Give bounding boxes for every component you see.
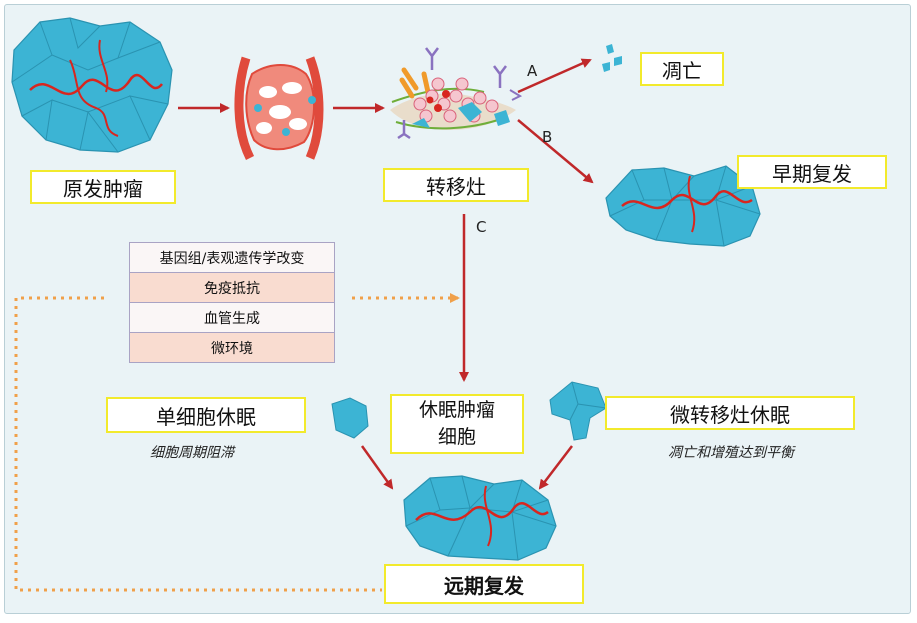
path-letter-a: A	[527, 62, 538, 80]
dotted-loop-path	[14, 296, 382, 592]
primary-tumor-label: 原发肿瘤	[30, 170, 176, 204]
single-dormant-cell	[331, 397, 369, 439]
arrow-single-to-relapse	[360, 445, 394, 490]
metastatic-niche	[390, 47, 523, 140]
cell-cycle-arrest-note: 细胞周期阻滞	[150, 445, 234, 461]
path-letter-c: C	[476, 218, 487, 236]
arrow-path-a	[517, 58, 592, 94]
factor-row-angiogenesis: 血管生成	[130, 303, 334, 333]
micrometastasis-dormancy-label: 微转移灶休眠	[605, 396, 855, 430]
factor-row-immune: 免疫抵抗	[130, 273, 334, 303]
factor-row-microenvironment: 微环境	[130, 333, 334, 362]
path-letter-b: B	[542, 128, 553, 146]
dormant-tumor-cells-label: 休眠肿瘤 细胞	[390, 394, 524, 454]
apoptosis-fragments-icon	[602, 44, 622, 72]
balance-note: 凋亡和增殖达到平衡	[668, 445, 794, 461]
arrow-micro-to-relapse	[538, 445, 573, 490]
single-cell-dormancy-label: 单细胞休眠	[106, 397, 306, 433]
late-relapse-label: 远期复发	[384, 564, 584, 604]
primary-tumor-cluster	[11, 17, 173, 153]
micrometastasis-cluster	[549, 381, 607, 441]
dormant-label-line1: 休眠肿瘤	[418, 399, 495, 421]
arrow-path-b	[517, 119, 594, 184]
early-relapse-label: 早期复发	[737, 155, 887, 189]
factor-row-genomic: 基因组/表观遗传学改变	[130, 243, 334, 273]
vessel-intravasation	[234, 56, 324, 161]
dormant-label-line2: 细胞	[437, 426, 476, 448]
apoptosis-label: 凋亡	[640, 52, 724, 86]
factors-table: 基因组/表观遗传学改变 免疫抵抗 血管生成 微环境	[129, 242, 335, 363]
metastasis-label: 转移灶	[383, 168, 529, 202]
late-relapse-cluster	[403, 475, 557, 561]
early-relapse-cluster	[605, 165, 761, 247]
